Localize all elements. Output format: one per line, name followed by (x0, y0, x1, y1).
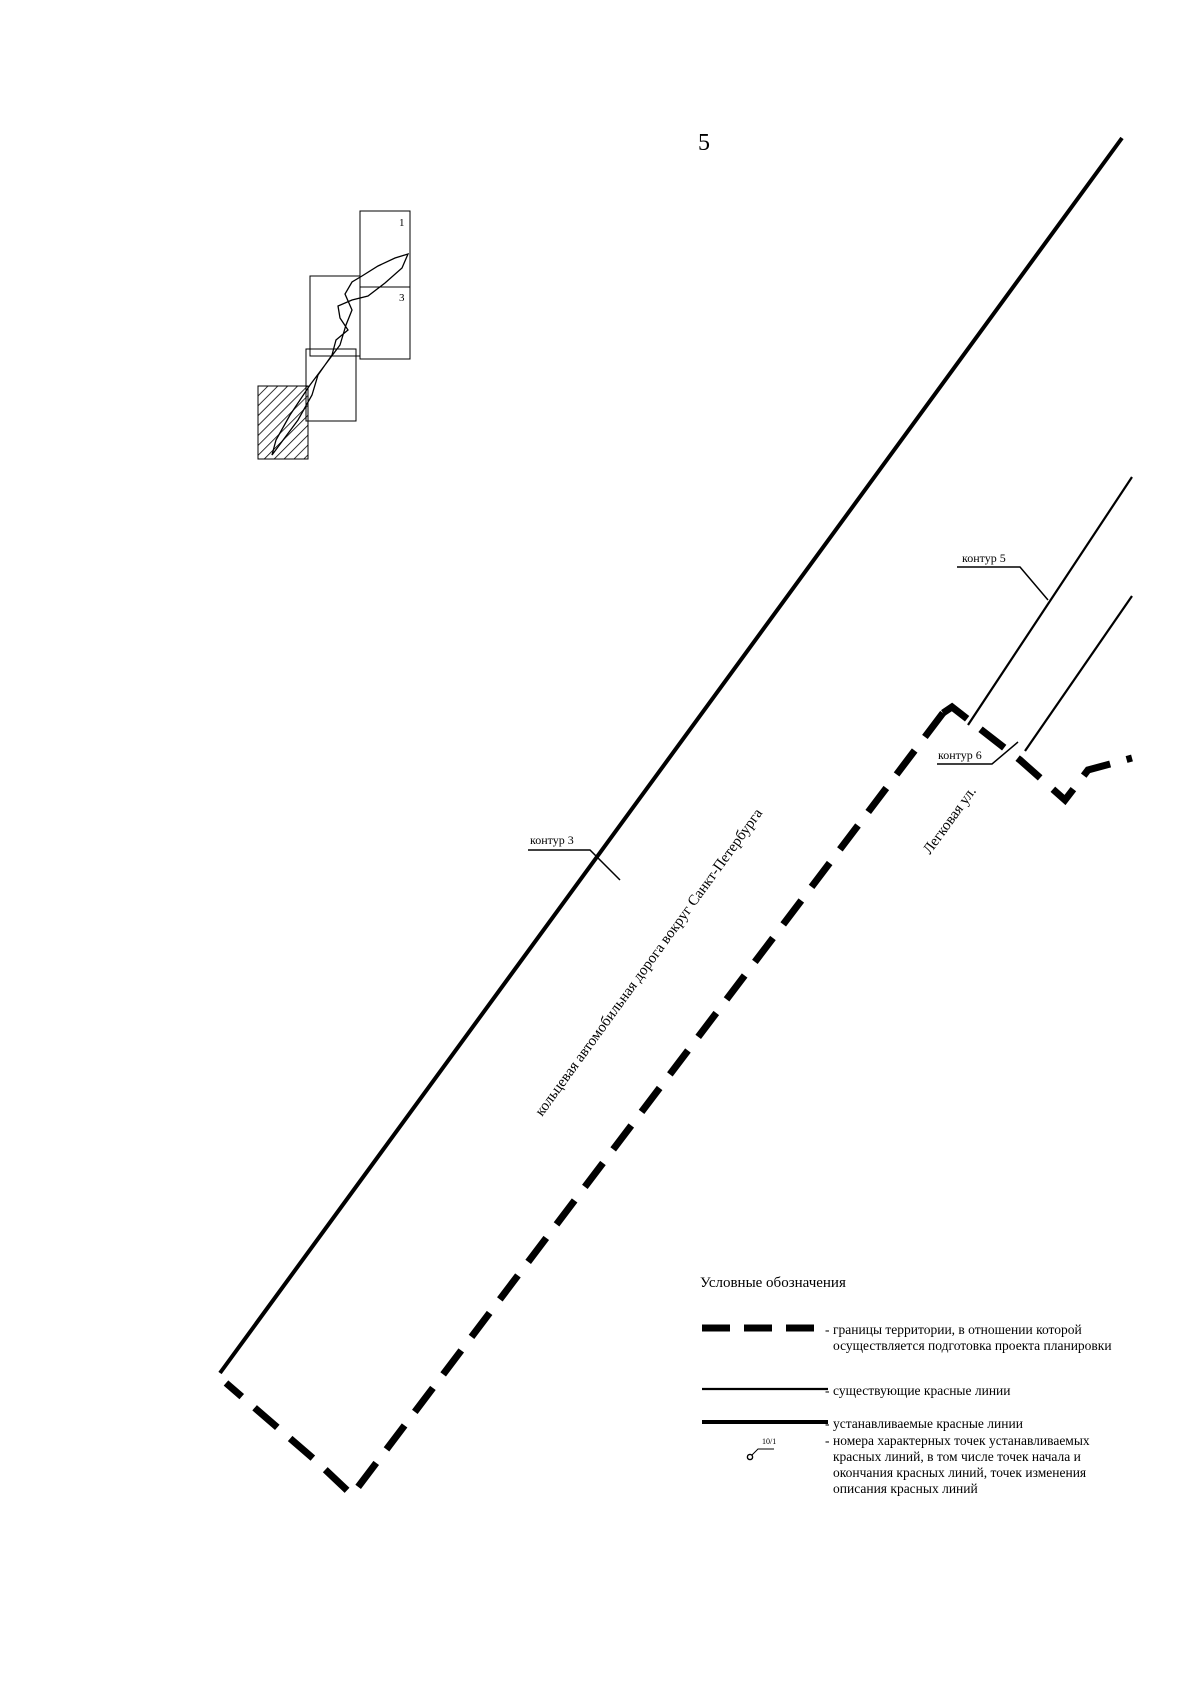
legend-thin-line-symbol (702, 1387, 828, 1391)
legend-point-marker-label: 10/1 (762, 1437, 777, 1446)
index-sheet-4 (305, 348, 357, 422)
legend-point-marker-symbol (746, 1448, 774, 1461)
legend-title: Условные обозначения (700, 1275, 846, 1291)
territory-boundary-main (223, 710, 946, 1501)
contour-5-leader (957, 566, 1049, 601)
legend-text-established-lines: -устанавливаемые красные линии (825, 1416, 1023, 1431)
index-outline-shape (271, 252, 410, 456)
legend-thick-line-symbol (702, 1420, 828, 1424)
red-line-contour-3 (218, 136, 1124, 1375)
current-sheet-hatch (258, 386, 308, 459)
legend-text-existing-lines: -существующие красные линии (825, 1383, 1011, 1398)
index-label-1: 1 (399, 217, 405, 229)
territory-boundary-east (941, 702, 1133, 806)
index-label-3: 3 (399, 292, 405, 304)
legend-dashed-line-symbol (702, 1324, 828, 1332)
legend-text-territory-boundary: -границы территории, в отношении которой… (825, 1322, 1112, 1353)
contour-6-leader (937, 741, 1019, 765)
contour-6-label: контур 6 (938, 748, 982, 762)
red-line-contour-6 (1024, 595, 1133, 752)
red-line-contour-5 (967, 476, 1133, 726)
road-label: кольцевая автомобильная дорога вокруг Са… (532, 806, 766, 1120)
legend-text-point-numbers: -номера характерных точек устанавливаемы… (825, 1433, 1090, 1496)
index-sheet-2 (309, 275, 361, 357)
contour-3-label: контур 3 (530, 833, 574, 847)
index-sheet-1 (359, 210, 411, 360)
street-label: Легковая ул. (920, 784, 979, 857)
contour-3-leader (528, 849, 621, 881)
page-number: 5 (698, 130, 710, 156)
contour-5-label: контур 5 (962, 551, 1006, 565)
